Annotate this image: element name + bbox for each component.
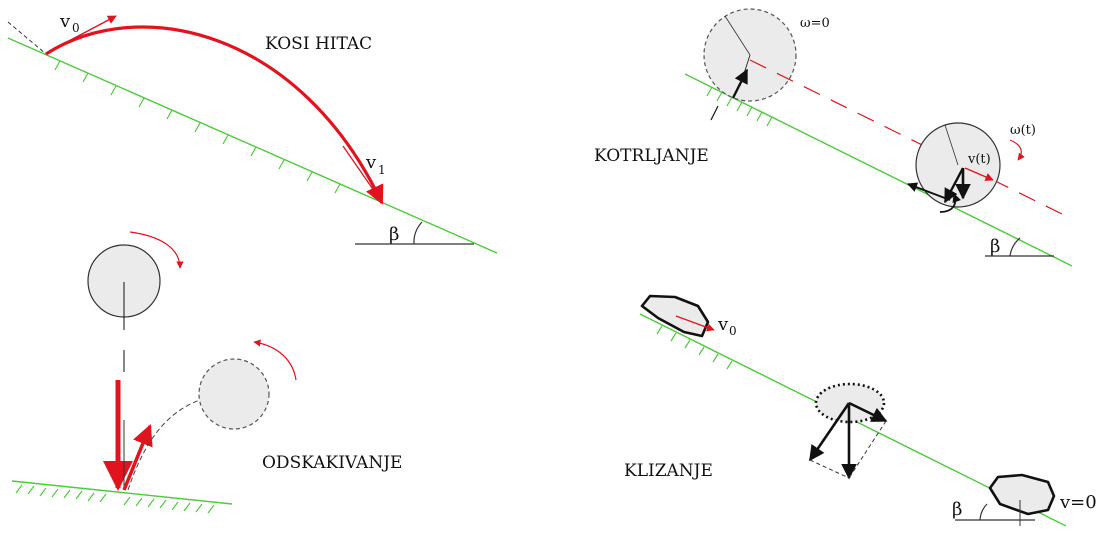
contact-velocity-arrow: [731, 68, 749, 99]
v0-arrow: [47, 15, 117, 53]
friction-arrow: [907, 182, 951, 201]
v1-arrow: [342, 145, 380, 199]
beta-label: β: [389, 224, 399, 245]
wheel-bottom-radius: [944, 124, 959, 166]
ground-line: [11, 480, 233, 505]
omega-t-label: ω(t): [1010, 123, 1036, 138]
panel-kosi-hitac: v 0 v 1 KOSI HITAC β: [7, 11, 498, 254]
construction-dash-1: [809, 459, 850, 479]
v0-arrow: [675, 315, 715, 332]
panel-kotrljanje: ω=0 ω(t) v(t) KOTRLJANJE β: [594, 8, 1073, 267]
angle-arc: [1009, 237, 1021, 257]
velocity-arrow: [964, 167, 994, 181]
beta-label: β: [990, 236, 1000, 257]
slope-line: [684, 73, 1073, 267]
omega-zero-label: ω=0: [800, 16, 830, 31]
v0-label: v: [717, 314, 729, 335]
v0-subscript: 0: [729, 324, 737, 338]
title-kosi-hitac: KOSI HITAC: [265, 34, 372, 54]
v0-label: v: [59, 11, 71, 32]
wheel-top-radius: [724, 15, 751, 56]
construction-dash-2: [848, 420, 887, 479]
title-kotrljanje: KOTRLJANJE: [594, 146, 709, 166]
slope-hatching: [656, 325, 733, 370]
rotation-hook: [939, 193, 961, 213]
slope-line: [7, 37, 498, 254]
v0-subscript: 0: [72, 21, 80, 35]
rebound-path: [127, 395, 215, 491]
panel-odskakivanje: ODSKAKIVANJE: [11, 231, 402, 514]
parallel-component-arrow: [848, 401, 888, 423]
slope-hatching: [54, 60, 341, 194]
title-klizanje: KLIZANJE: [624, 461, 713, 481]
trajectory-arc: [45, 25, 384, 205]
angle-arc: [413, 221, 423, 245]
angle-arc: [979, 503, 988, 521]
rotation-arrow: [1009, 139, 1025, 161]
slope-hatching: [706, 86, 773, 127]
panel-klizanje: v 0 v=0 β KLIZANJE: [624, 294, 1097, 527]
v-zero-label: v=0: [1059, 492, 1097, 513]
extension-dash: [7, 21, 47, 55]
normal-component-arrow: [808, 402, 851, 462]
spin-arrow-top: [129, 231, 184, 269]
title-odskakivanje: ODSKAKIVANJE: [262, 453, 402, 473]
v1-label: v: [365, 152, 377, 173]
beta-label: β: [952, 499, 962, 520]
block-start: [640, 294, 710, 338]
block-end: [988, 473, 1056, 516]
ground-hatching: [15, 484, 215, 514]
extension-dash: [710, 105, 719, 121]
ball-rebounding: [198, 358, 270, 430]
component-arrow: [943, 167, 965, 204]
rebound-arrow: [122, 424, 153, 491]
velocity-label: v(t): [967, 152, 991, 167]
spin-arrow-rebound: [253, 339, 297, 381]
v1-subscript: 1: [378, 163, 386, 177]
